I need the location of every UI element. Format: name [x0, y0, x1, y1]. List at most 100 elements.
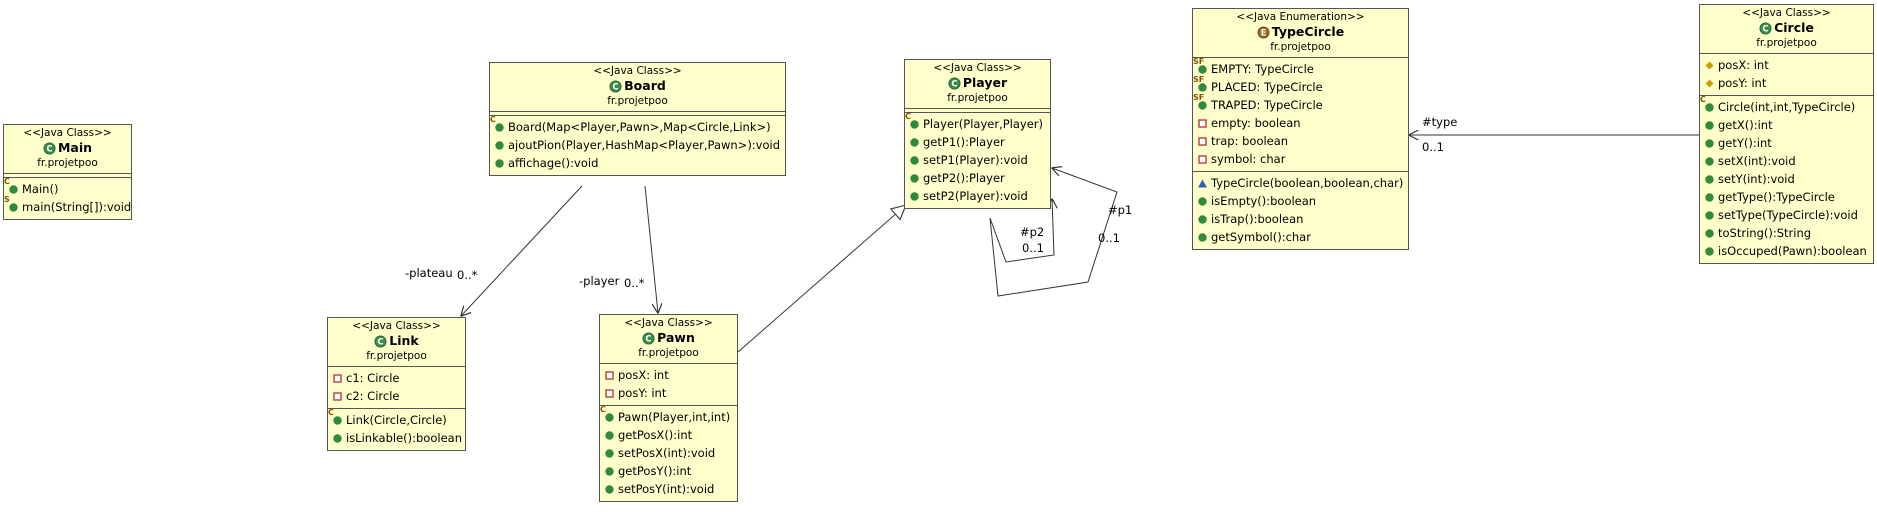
class-name-text: Board: [624, 78, 666, 93]
operation-gety[interactable]: getY():int: [1703, 134, 1873, 152]
attribute-posx[interactable]: posX: int: [603, 366, 737, 384]
private-visibility-icon: [331, 390, 344, 403]
operation-label: main(String[]):void: [22, 200, 132, 214]
operation-label: Player(Player,Player): [923, 117, 1043, 131]
edge-label-type-multiplicity: 0..1: [1422, 140, 1444, 154]
attribute-label: posY: int: [618, 386, 667, 400]
operation-getposx[interactable]: getPosX():int: [603, 426, 737, 444]
private-visibility-icon: [1196, 135, 1209, 148]
operation-affichage[interactable]: affichage():void: [493, 154, 785, 172]
operation-label: Circle(int,int,TypeCircle): [1718, 100, 1856, 114]
operation-label: isTrap():boolean: [1211, 212, 1304, 226]
operation-getp2[interactable]: getP2():Player: [908, 169, 1050, 187]
operation-islinkable[interactable]: isLinkable():boolean: [331, 429, 465, 447]
operation-setposy[interactable]: setPosY(int):void: [603, 480, 737, 498]
edge-label-player-role: -player: [579, 274, 620, 288]
public-visibility-icon: [1703, 173, 1716, 186]
operation-label: TypeCircle(boolean,boolean,char): [1211, 176, 1404, 190]
edge-player-p1-self: [989, 168, 1118, 297]
public-visibility-icon: [1196, 213, 1209, 226]
class-package: fr.projetpoo: [366, 350, 427, 362]
private-visibility-icon: [1196, 117, 1209, 130]
operation-sety[interactable]: setY(int):void: [1703, 170, 1873, 188]
attribute-c2[interactable]: c2: Circle: [331, 387, 465, 405]
attribute-posy[interactable]: posY: int: [603, 384, 737, 402]
edge-board-pawn: [644, 185, 658, 313]
operation-ajoutpion[interactable]: ajoutPion(Player,HashMap<Player,Pawn>):v…: [493, 136, 785, 154]
operation-setx[interactable]: setX(int):void: [1703, 152, 1873, 170]
attribute-empty[interactable]: empty: boolean: [1196, 114, 1408, 132]
attribute-posy[interactable]: posY: int: [1703, 74, 1873, 92]
public-visibility-icon: [908, 136, 921, 149]
operations-section: TypeCircle(boolean,boolean,char) isEmpty(…: [1193, 171, 1408, 249]
class-icon: C: [1759, 22, 1772, 35]
attribute-label: empty: boolean: [1211, 116, 1301, 130]
operation-tostring[interactable]: toString():String: [1703, 224, 1873, 242]
operation-getposy[interactable]: getPosY():int: [603, 462, 737, 480]
operation-label: setType(TypeCircle):void: [1718, 208, 1858, 222]
operation-setp1[interactable]: setP1(Player):void: [908, 151, 1050, 169]
operation-label: setPosY(int):void: [618, 482, 715, 496]
operation-label: ajoutPion(Player,HashMap<Player,Pawn>):v…: [508, 138, 781, 152]
operation-label: getPosY():int: [618, 464, 692, 478]
edge-label-plateau-role: -plateau: [405, 266, 453, 280]
operation-getsymbol[interactable]: getSymbol():char: [1196, 228, 1408, 246]
operation-typecircle[interactable]: TypeCircle(boolean,boolean,char): [1196, 174, 1408, 192]
edge-label-type-role: #type: [1422, 115, 1458, 129]
public-visibility-icon: [908, 154, 921, 167]
attribute-label: EMPTY: TypeCircle: [1211, 62, 1314, 76]
svg-text:C: C: [613, 82, 619, 92]
operation-label: getP1():Player: [923, 135, 1005, 149]
public-visibility-icon: [1703, 137, 1716, 150]
operation-setposx[interactable]: setPosX(int):void: [603, 444, 737, 462]
operation-getp1[interactable]: getP1():Player: [908, 133, 1050, 151]
operation-label: isEmpty():boolean: [1211, 194, 1317, 208]
operation-label: setY(int):void: [1718, 172, 1795, 186]
operation-setp2[interactable]: setP2(Player):void: [908, 187, 1050, 205]
attribute-label: c2: Circle: [346, 389, 400, 403]
public-visibility-icon: SF: [1193, 57, 1209, 76]
attribute-posx[interactable]: posX: int: [1703, 56, 1873, 74]
class-package: fr.projetpoo: [1756, 37, 1817, 49]
operation-istrap[interactable]: isTrap():boolean: [1196, 210, 1408, 228]
attribute-trap[interactable]: trap: boolean: [1196, 132, 1408, 150]
operation-settype[interactable]: setType(TypeCircle):void: [1703, 206, 1873, 224]
attribute-symbol[interactable]: symbol: char: [1196, 150, 1408, 168]
operation-label: getX():int: [1718, 118, 1773, 132]
svg-text:E: E: [1260, 28, 1266, 38]
operation-getx[interactable]: getX():int: [1703, 116, 1873, 134]
operation-label: isLinkable():boolean: [346, 431, 462, 445]
operation-gettype[interactable]: getType():TypeCircle: [1703, 188, 1873, 206]
operation-isoccuped[interactable]: isOccuped(Pawn):boolean: [1703, 242, 1873, 260]
operation-label: Pawn(Player,int,int): [618, 410, 731, 424]
operation-isempty[interactable]: isEmpty():boolean: [1196, 192, 1408, 210]
class-icon: C: [609, 80, 622, 93]
attribute-label: symbol: char: [1211, 152, 1286, 166]
attribute-c1[interactable]: c1: Circle: [331, 369, 465, 387]
